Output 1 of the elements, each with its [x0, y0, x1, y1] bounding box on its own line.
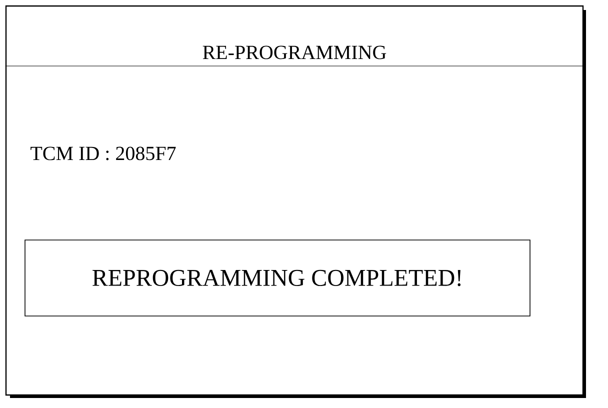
message-box: REPROGRAMMING COMPLETED!: [24, 240, 530, 316]
